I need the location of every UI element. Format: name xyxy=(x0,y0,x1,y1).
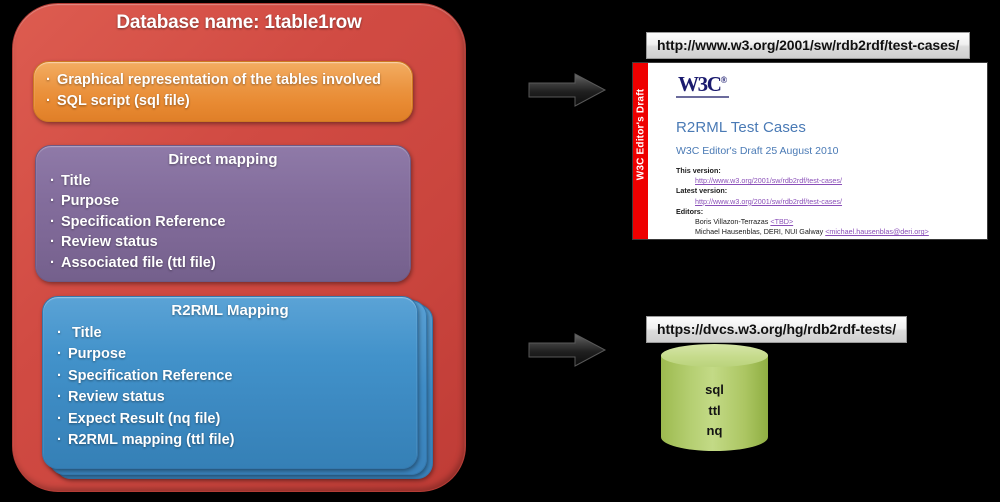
database-container: Database name: 1table1row Graphical repr… xyxy=(12,3,466,492)
editors-label: Editors: xyxy=(676,206,704,216)
w3c-sidebar-label: W3C Editor's Draft xyxy=(635,88,647,181)
list-item: Specification Reference xyxy=(57,366,417,388)
this-version-link[interactable]: http://www.w3.org/2001/sw/rdb2rdf/test-c… xyxy=(695,176,843,186)
list-item: Associated file (ttl file) xyxy=(50,253,410,274)
cylinder-body xyxy=(661,355,768,451)
editor-contact-link[interactable]: <TBD> xyxy=(770,217,794,227)
list-item: Purpose xyxy=(50,191,410,212)
cylinder-top-ellipse xyxy=(661,344,768,367)
w3c-editors-draft-sidebar: W3C Editor's Draft xyxy=(633,63,648,239)
editor-name: Michael Hausenblas, DERI, NUI Galway xyxy=(695,227,826,237)
latest-version-label: Latest version: xyxy=(676,186,728,196)
list-item: Review status xyxy=(50,232,410,253)
this-version-label: This version: xyxy=(676,166,721,176)
list-item: SQL script (sql file) xyxy=(46,91,412,112)
schema-card[interactable]: Graphical representation of the tables i… xyxy=(33,61,413,122)
document-metadata: This version: http://www.w3.org/2001/sw/… xyxy=(676,166,987,238)
direct-mapping-bullet-list: Title Purpose Specification Reference Re… xyxy=(36,171,410,274)
database-title: Database name: 1table1row xyxy=(116,12,362,33)
w3c-document-body: W3C® R2RML Test Cases W3C Editor's Draft… xyxy=(648,63,987,239)
w3c-logo-superscript: ® xyxy=(720,75,728,85)
arrow-right-icon-top xyxy=(527,72,607,113)
list-item: R2RML mapping (ttl file) xyxy=(57,430,417,452)
r2rml-bullet-list: Title Purpose Specification Reference Re… xyxy=(43,323,417,453)
list-item: Title xyxy=(57,323,417,345)
test-cases-url-label[interactable]: http://www.w3.org/2001/sw/rdb2rdf/test-c… xyxy=(646,32,971,59)
page-subtitle: W3C Editor's Draft 25 August 2010 xyxy=(676,145,839,158)
page-title: R2RML Test Cases xyxy=(676,119,806,137)
r2rml-mapping-card[interactable]: R2RML Mapping Title Purpose Specificatio… xyxy=(42,296,418,469)
editor-contact-link[interactable]: <michael.hausenblas@deri.org> xyxy=(825,227,929,237)
editor-name: Boris Villazon-Terrazas xyxy=(695,217,771,227)
list-item: Specification Reference xyxy=(50,212,410,233)
editor-entry: Michael Hausenblas, DERI, NUI Galway <mi… xyxy=(695,227,987,237)
arrow-right-icon-bottom xyxy=(527,332,607,373)
w3c-document-thumbnail[interactable]: W3C Editor's Draft W3C® R2RML Test Cases… xyxy=(632,62,988,240)
direct-mapping-title: Direct mapping xyxy=(168,151,278,168)
list-item: Expect Result (nq file) xyxy=(57,409,417,431)
list-item: Title xyxy=(50,171,410,192)
schema-bullet-list: Graphical representation of the tables i… xyxy=(46,70,412,111)
w3c-logo-text: W3C xyxy=(678,72,722,96)
repository-url-label[interactable]: https://dvcs.w3.org/hg/rdb2rdf-tests/ xyxy=(646,316,907,343)
list-item: Graphical representation of the tables i… xyxy=(46,70,412,91)
w3c-logo-icon: W3C® xyxy=(676,72,730,99)
direct-mapping-card[interactable]: Direct mapping Title Purpose Specificati… xyxy=(35,145,411,282)
latest-version-link[interactable]: http://www.w3.org/2001/sw/rdb2rdf/test-c… xyxy=(695,196,843,206)
list-item: Purpose xyxy=(57,344,417,366)
r2rml-mapping-title: R2RML Mapping xyxy=(171,302,289,319)
list-item: Review status xyxy=(57,387,417,409)
editor-entry: Boris Villazon-Terrazas <TBD> xyxy=(695,217,987,227)
